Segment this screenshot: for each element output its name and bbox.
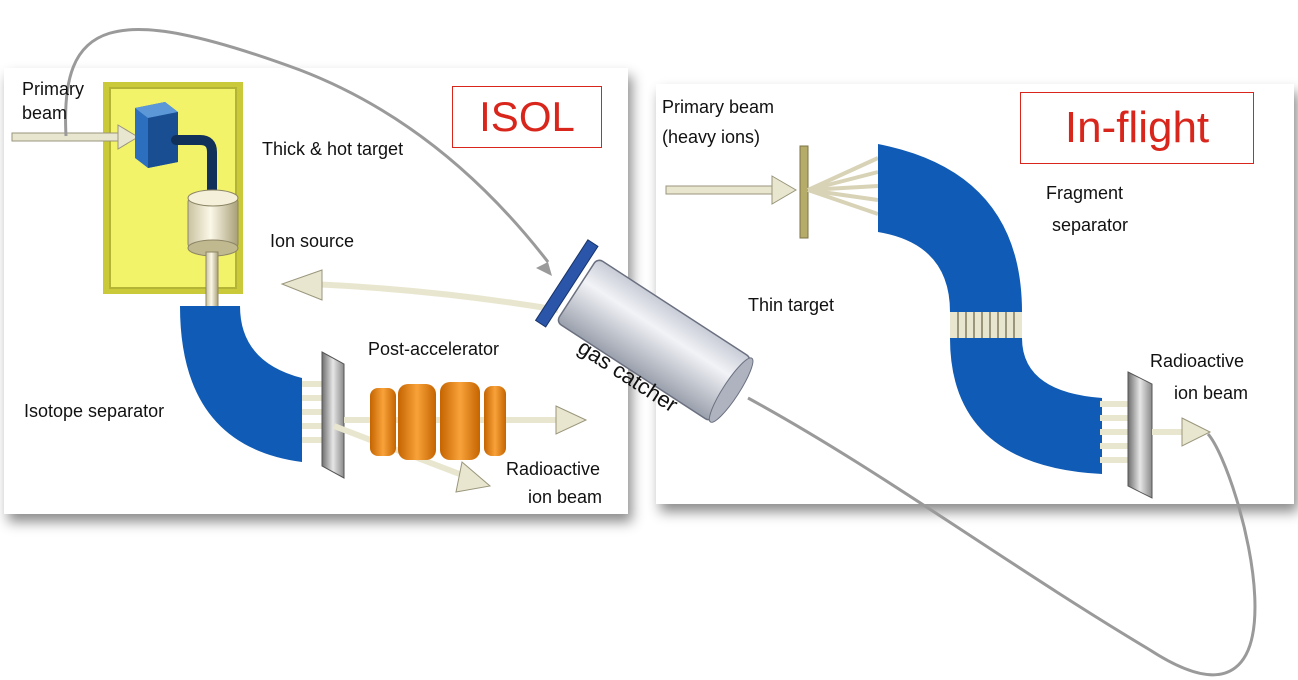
- thin-target: [799, 145, 809, 239]
- thick-target-label: Thick & hot target: [262, 139, 404, 159]
- inflight-primary-beam-arrow: [665, 175, 797, 205]
- isotope-separator-label: Isotope separator: [24, 401, 165, 421]
- isol-primary-beam-arrow: [11, 124, 139, 150]
- inflight-title: In-flight: [1020, 92, 1254, 164]
- isol-radioactive-label-2: ion beam: [528, 487, 603, 507]
- fragment-fan: [807, 156, 879, 216]
- fragment-separator-magnet: [878, 144, 1102, 474]
- ion-source-return-arrow: [280, 269, 559, 313]
- transfer-pipe: [171, 135, 217, 205]
- inflight-radioactive-label-1: Radioactive: [1150, 351, 1245, 371]
- thin-target-label: Thin target: [748, 295, 835, 315]
- inflight-primary-beam-label-1: Primary beam: [662, 97, 775, 117]
- beam-transport-loop-bottom: [747, 396, 1257, 677]
- ion-source-label: Ion source: [270, 231, 355, 251]
- beam-transport-loop-top: [64, 28, 550, 263]
- fragment-separator-label-1: Fragment: [1046, 183, 1124, 203]
- gas-catcher: [534, 239, 754, 423]
- isol-title: ISOL: [452, 86, 602, 148]
- post-accelerator: [344, 382, 588, 460]
- inflight-output-arrow: [1152, 417, 1212, 447]
- gas-catcher-window: [534, 239, 599, 328]
- target-cube: [135, 102, 178, 168]
- ion-source-cylinder: [187, 189, 239, 309]
- inflight-slit-plate: [1127, 371, 1153, 499]
- isotope-separator-magnet: [180, 306, 302, 462]
- fragment-separator-label-2: separator: [1052, 215, 1129, 235]
- inflight-primary-beam-label-2: (heavy ions): [662, 127, 761, 147]
- isol-primary-beam-label-1: Primary: [22, 79, 84, 99]
- post-accelerator-label: Post-accelerator: [368, 339, 500, 359]
- isol-primary-beam-label-2: beam: [22, 103, 68, 123]
- inflight-radioactive-label-2: ion beam: [1174, 383, 1249, 403]
- isol-radioactive-label-1: Radioactive: [506, 459, 601, 479]
- isol-slit-plate: [321, 351, 345, 479]
